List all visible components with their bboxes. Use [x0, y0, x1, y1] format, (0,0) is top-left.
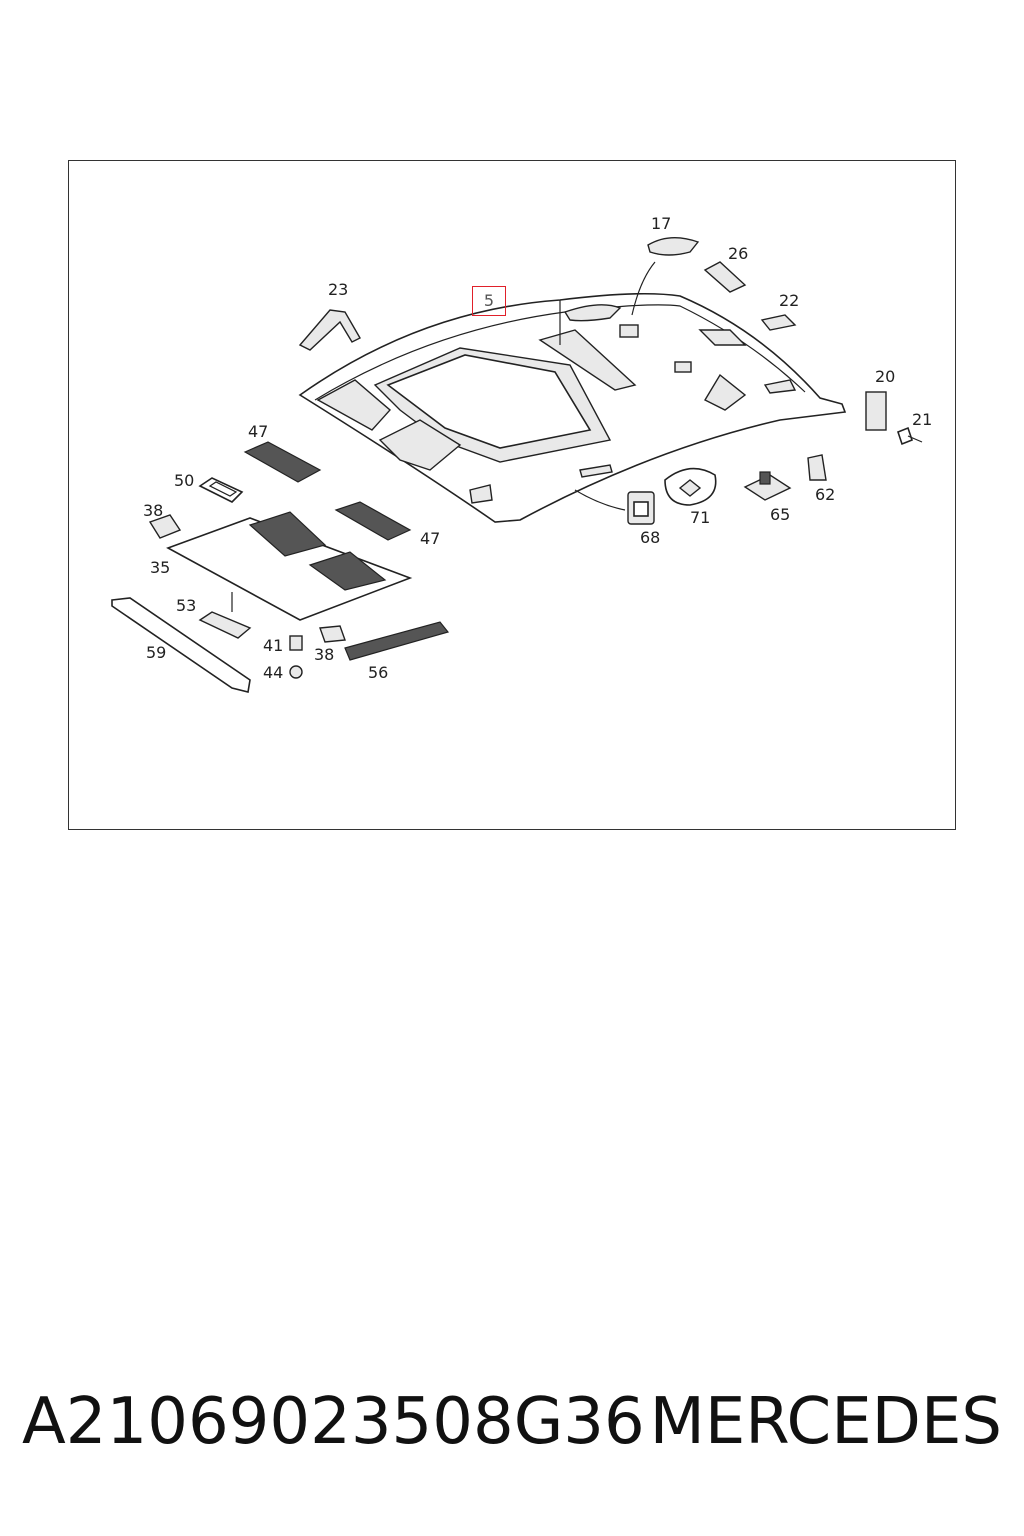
- callout-71[interactable]: 71: [690, 508, 711, 527]
- grille-47b: [334, 501, 412, 541]
- callout-20[interactable]: 20: [875, 367, 896, 386]
- callout-68[interactable]: 68: [640, 528, 661, 547]
- part-number: A21069023508G36: [22, 1385, 645, 1459]
- callout-23[interactable]: 23: [328, 280, 349, 299]
- callout-21[interactable]: 21: [912, 410, 933, 429]
- holder-20: [865, 391, 887, 431]
- clip-17: [647, 237, 700, 256]
- callout-38a[interactable]: 38: [143, 501, 164, 520]
- callout-26[interactable]: 26: [728, 244, 749, 263]
- callout-47a[interactable]: 47: [248, 422, 269, 441]
- callout-65[interactable]: 65: [770, 505, 791, 524]
- handle-53: [198, 611, 252, 639]
- callout-41[interactable]: 41: [263, 636, 284, 655]
- grille-47a: [243, 441, 322, 483]
- diagram-frame: [68, 160, 956, 830]
- callout-38b[interactable]: 38: [314, 645, 335, 664]
- clip-62: [807, 454, 827, 481]
- clip-68: [627, 491, 655, 525]
- callout-17[interactable]: 17: [651, 214, 672, 233]
- callout-56[interactable]: 56: [368, 663, 389, 682]
- brand-name: MERCEDES: [649, 1385, 1002, 1459]
- headliner-panel: [298, 261, 847, 523]
- clip-26: [703, 261, 747, 293]
- footer: A21069023508G36 MERCEDES: [0, 1382, 1024, 1462]
- callout-53[interactable]: 53: [176, 596, 197, 615]
- rail-59: [111, 597, 251, 693]
- pin-21: [897, 426, 923, 446]
- clip-22: [760, 314, 797, 331]
- nut-41: [289, 635, 303, 651]
- callout-50[interactable]: 50: [174, 471, 195, 490]
- callout-47b[interactable]: 47: [420, 529, 441, 548]
- callout-59[interactable]: 59: [146, 643, 167, 662]
- tray-35: [166, 511, 413, 621]
- cover-71: [664, 467, 717, 506]
- callout-62[interactable]: 62: [815, 485, 836, 504]
- clip-38b: [319, 625, 346, 643]
- frame-50: [198, 477, 244, 503]
- bracket-23: [298, 309, 361, 351]
- clip-38a: [148, 514, 182, 539]
- callout-5-label: 5: [483, 291, 495, 310]
- button-65: [743, 471, 792, 501]
- callout-44[interactable]: 44: [263, 663, 284, 682]
- screw-44: [289, 665, 303, 679]
- callout-22[interactable]: 22: [779, 291, 800, 310]
- guide-56: [344, 621, 450, 661]
- callout-35[interactable]: 35: [150, 558, 171, 577]
- callout-5[interactable]: 5: [472, 286, 506, 316]
